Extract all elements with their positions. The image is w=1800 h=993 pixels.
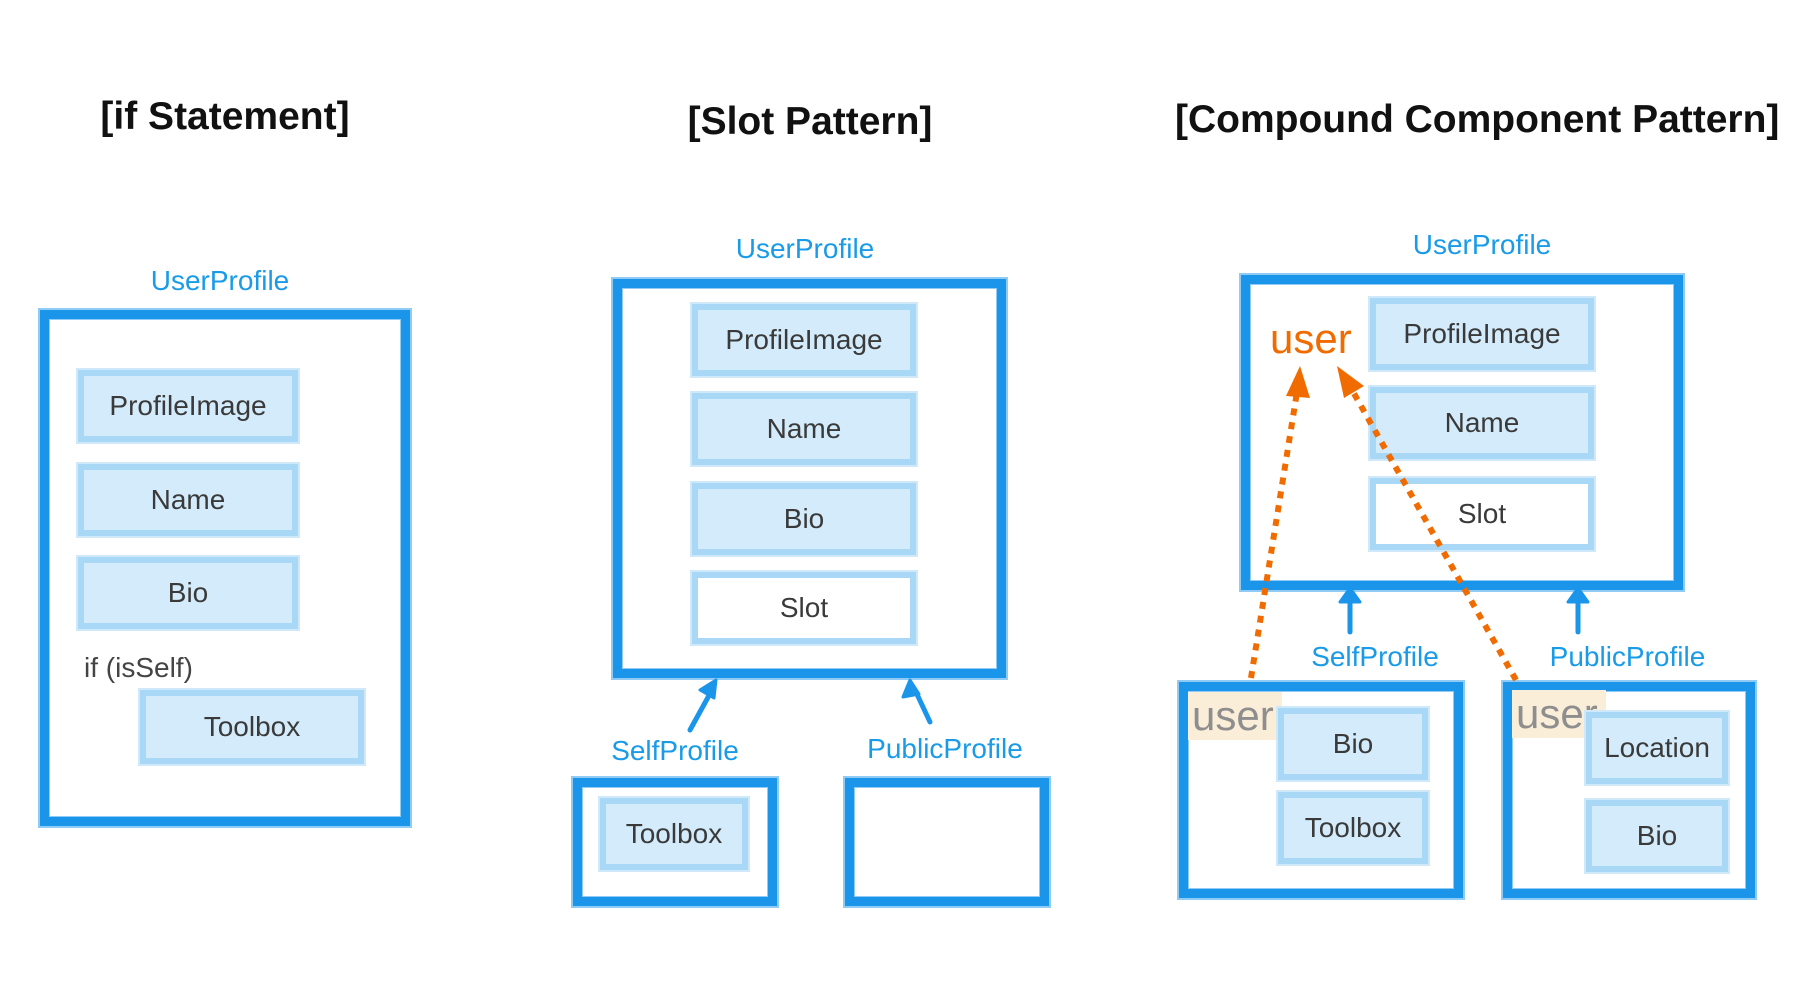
public-profile-frame <box>845 778 1049 906</box>
slot-block: Slot <box>692 572 916 644</box>
self-profile-label: SelfProfile <box>611 735 739 766</box>
condition-text: if (isSelf) <box>84 652 193 683</box>
toolbox-block: Toolbox <box>600 798 748 870</box>
public-user-to-shared-user-dotted-arrow <box>1337 366 1519 682</box>
userprofile-label: UserProfile <box>735 233 875 264</box>
bio-block: Bio <box>78 557 298 629</box>
public-profile-label: PublicProfile <box>867 733 1023 764</box>
public-profile-to-userprofile-up-arrow <box>1566 586 1590 635</box>
userprofile-label: UserProfile <box>1412 229 1552 260</box>
bio-block: Bio <box>692 483 916 555</box>
profile-image-block: ProfileImage <box>692 304 916 376</box>
profile-image-block: ProfileImage <box>78 370 298 442</box>
name-block: Name <box>78 464 298 536</box>
public-profile-to-userprofile-arrow <box>901 678 933 725</box>
toolbox-block: Toolbox <box>140 690 364 764</box>
name-block: Name <box>692 393 916 465</box>
title-if-statement: [if Statement] <box>100 95 350 138</box>
self-profile-label: SelfProfile <box>1311 641 1439 672</box>
public-profile-label: PublicProfile <box>1549 641 1706 672</box>
toolbox-block: Toolbox <box>1278 792 1428 864</box>
title-slot-pattern: [Slot Pattern] <box>687 100 933 143</box>
location-block: Location <box>1586 712 1728 784</box>
bio-block: Bio <box>1278 708 1428 780</box>
slot-block: Slot <box>1370 478 1594 550</box>
self-user-context: user <box>1188 692 1282 740</box>
userprofile-label: UserProfile <box>150 265 290 296</box>
bio-block: Bio <box>1586 800 1728 872</box>
self-profile-to-userprofile-up-arrow <box>1338 586 1362 635</box>
self-user-to-shared-user-dotted-arrow <box>1248 366 1310 679</box>
shared-user-value: user <box>1270 315 1352 362</box>
self-profile-to-userprofile-arrow <box>687 678 718 733</box>
title-compound-pattern: [Compound Component Pattern] <box>1175 98 1780 141</box>
profile-image-block: ProfileImage <box>1370 298 1594 370</box>
